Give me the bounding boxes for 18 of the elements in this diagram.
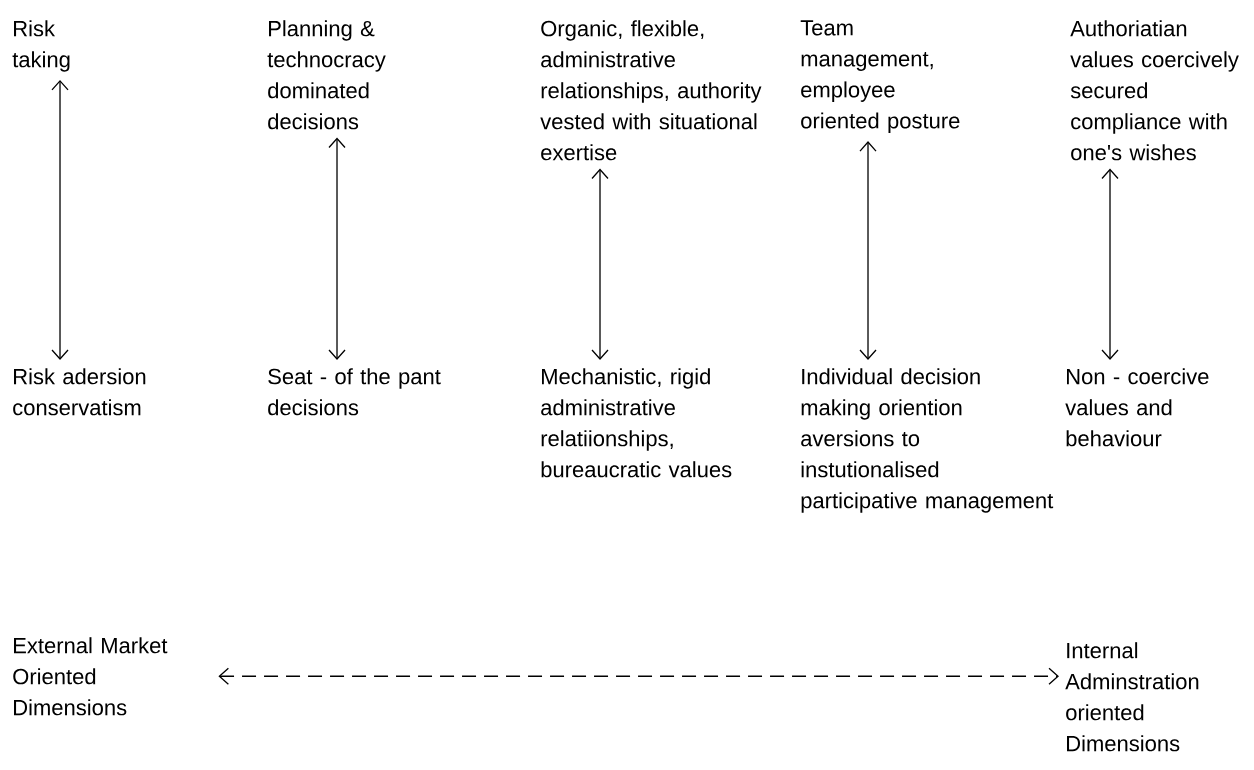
dimension-label: Non - coercive values and behaviour (1065, 368, 1209, 447)
dimension-label: Team management, employee oriented posture (800, 20, 960, 133)
double-arrow (328, 137, 346, 360)
dimension-label: Seat - of the pant decisions (268, 368, 441, 416)
dimension-label: Mechanistic, rigid administrative relatiionships, bureaucratic values (541, 368, 732, 478)
dimension-label: Authoriatian values coercively secured compliance with one's wishes (1070, 20, 1239, 161)
dimension-label: Internal Adminstration oriented Dimensions (1065, 642, 1199, 752)
dimension-label: Risk taking (12, 20, 70, 72)
double-arrow (591, 168, 609, 360)
dashed-double-arrow (218, 667, 1059, 685)
dimension-label: Individual decision making oriention aversions to instutionalised participative management (801, 368, 1054, 513)
dimension-label: External Market Oriented Dimensions (13, 637, 168, 716)
double-arrow (51, 79, 69, 360)
dimension-label: Planning & technocracy dominated decisions (267, 20, 386, 130)
double-arrow (859, 141, 877, 360)
double-arrow (1101, 168, 1119, 360)
dimension-label: Risk adersion conservatism (13, 368, 146, 416)
dimension-label: Organic, flexible, administrative relationships, authority vested with situational exertise (540, 20, 762, 161)
